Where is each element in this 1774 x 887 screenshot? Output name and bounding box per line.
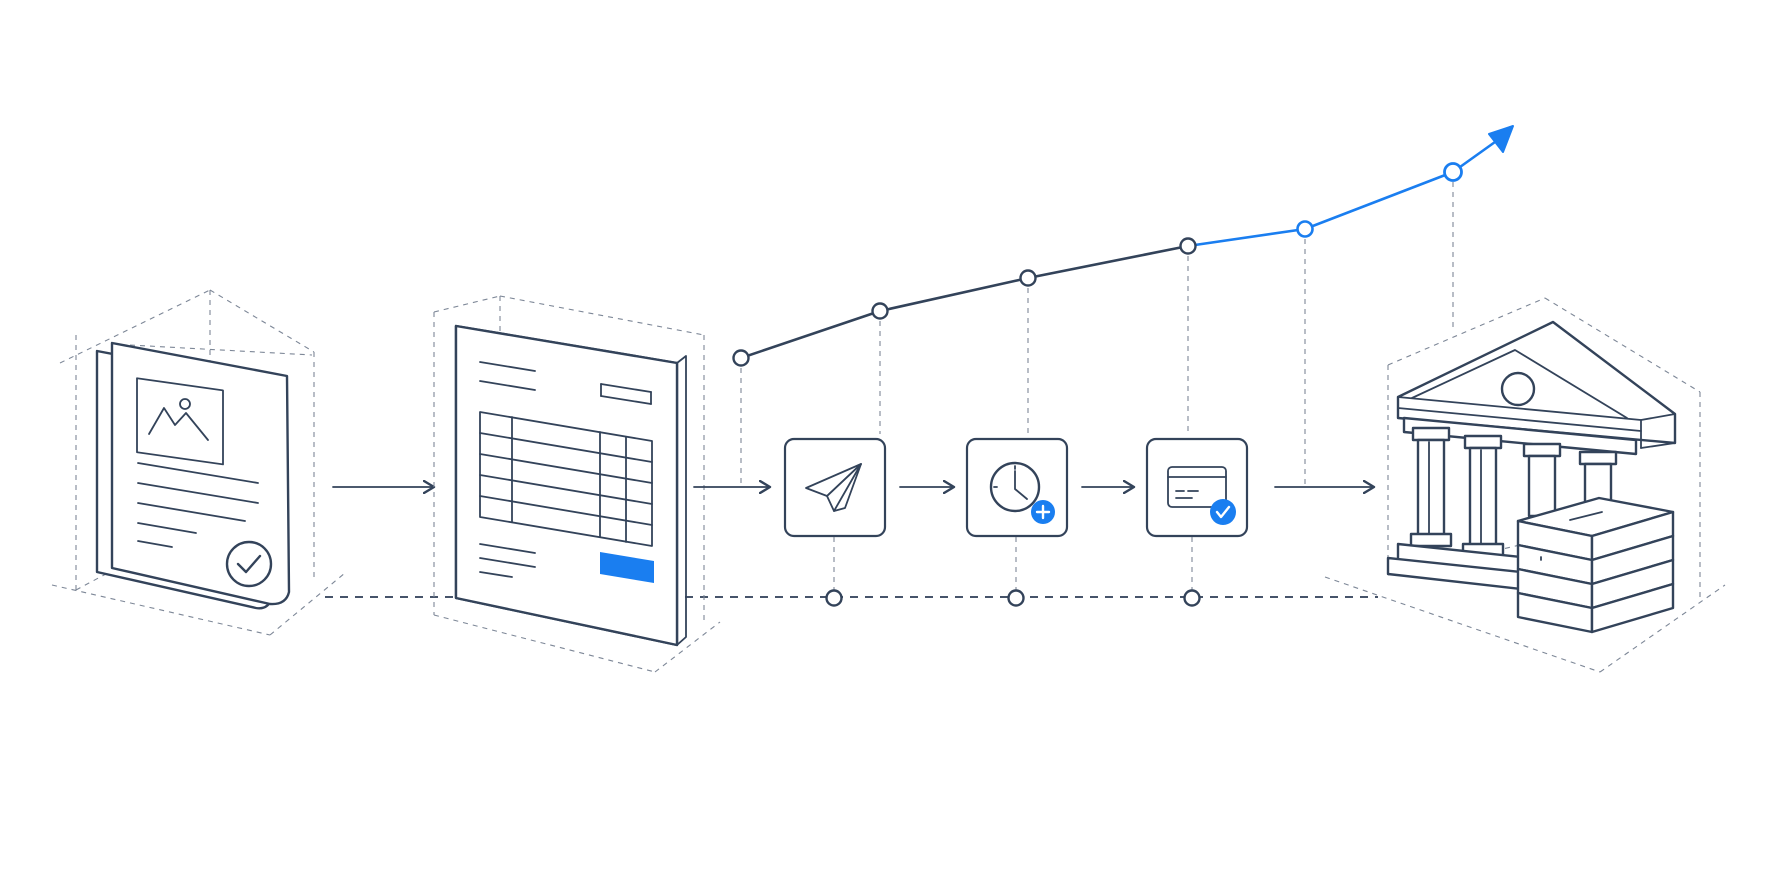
document-construction-guides — [51, 289, 346, 636]
trend-point — [1019, 269, 1037, 287]
rising-trend-arrow-icon — [732, 125, 1514, 487]
send-step-card — [783, 437, 887, 607]
bank-columns — [1409, 426, 1618, 558]
invoice-table-document-icon — [433, 295, 721, 673]
schedule-step-card — [965, 437, 1069, 607]
trend-point — [871, 302, 889, 320]
check-badge-icon — [1210, 499, 1236, 525]
trend-point — [1179, 237, 1197, 255]
credit-card-with-check-badge-icon — [1167, 466, 1236, 525]
document-text-lines — [137, 462, 259, 548]
invoice-total-highlight — [600, 552, 654, 583]
image-placeholder-icon — [136, 377, 224, 466]
invoice-table — [479, 411, 653, 547]
checkmark-icon — [225, 540, 273, 588]
trend-point — [732, 349, 750, 367]
trend-arrowhead — [1488, 125, 1514, 153]
clock-with-plus-badge-icon — [989, 461, 1055, 524]
baseline-node — [825, 589, 843, 607]
cash-stack — [1516, 496, 1675, 634]
payment-step-card — [1145, 437, 1249, 607]
paper-plane-icon — [805, 463, 862, 512]
bank-building-with-cash-stack-icon — [1324, 297, 1726, 673]
bank-construction-guides — [1324, 297, 1726, 673]
trend-guide-drops — [740, 172, 1454, 487]
trend-point-highlight — [1443, 162, 1463, 182]
baseline-node — [1007, 589, 1025, 607]
document-with-image-and-checkmark-icon — [51, 289, 346, 636]
invoice-construction-guides — [433, 295, 721, 673]
baseline-node — [1183, 589, 1201, 607]
trend-point-highlight — [1296, 220, 1314, 238]
